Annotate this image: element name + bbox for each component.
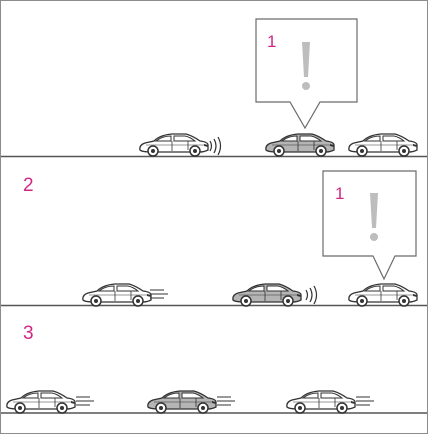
callout-number: 1 [335, 185, 344, 202]
panel-number: 3 [23, 324, 34, 343]
car-icon [349, 134, 417, 156]
speed-lines-icon [76, 397, 94, 405]
speed-lines-icon [356, 397, 374, 405]
car-icon [83, 284, 151, 306]
car-icon [140, 134, 208, 156]
car-icon [287, 391, 355, 413]
speed-lines-icon [217, 397, 235, 405]
panel-number: 2 [23, 176, 34, 195]
sound-waves-icon [210, 137, 221, 155]
car-icon [7, 391, 75, 413]
car-icon [266, 134, 334, 156]
car-icon [349, 284, 417, 306]
speed-lines-icon [150, 290, 168, 298]
sound-waves-icon [306, 286, 317, 304]
car-icon [148, 391, 216, 413]
callout-number: 1 [267, 33, 276, 50]
car-icon [233, 284, 301, 306]
